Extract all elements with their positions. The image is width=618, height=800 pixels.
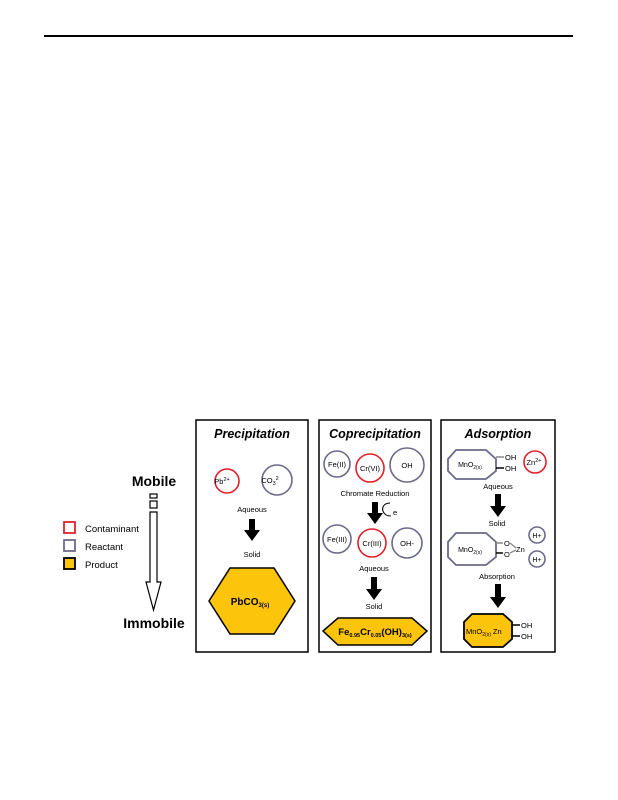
down-arrow-icon	[366, 577, 382, 600]
contaminant-circle-cr6	[355, 453, 385, 483]
co3-ion-label: CO32	[261, 476, 278, 487]
down-arrow-icon	[490, 494, 506, 517]
panel-precipitation: Precipitation Pb2+ CO32 Aqueous Solid Pb…	[195, 419, 309, 653]
oh-group-4: OH	[521, 632, 532, 641]
reactant-circle-oh-minus	[391, 527, 423, 559]
panel-title: Adsorption	[464, 427, 532, 441]
panel-title: Precipitation	[214, 427, 290, 441]
mno2-zn-label: MnO2(s)Zn	[466, 627, 502, 638]
solid-label: Solid	[366, 602, 383, 611]
zn-ion-label: Zn2+	[526, 458, 541, 467]
contaminant-circle-zn	[523, 450, 547, 474]
legend: Contaminant Reactant Product	[63, 521, 139, 571]
reactant-octagon-mno2-bound	[447, 532, 497, 566]
reactant-circle-co3	[261, 464, 293, 496]
legend-label-contaminant: Contaminant	[85, 524, 139, 535]
product-hexagon	[321, 617, 429, 646]
down-arrow-icon	[367, 502, 383, 524]
mno2-bound-label: MnO2(s)	[458, 547, 482, 556]
legend-label-reactant: Reactant	[85, 542, 123, 553]
reactant-circle-fe3	[322, 524, 352, 554]
reactant-circle-h1	[528, 526, 546, 544]
cr6-label: Cr(VI)	[360, 464, 380, 473]
o-atom-1: O	[504, 539, 510, 548]
oh-group-1: OH	[505, 453, 516, 462]
pbco3-label: PbCO3(s)	[231, 597, 269, 609]
product-octagon	[463, 613, 513, 648]
panel-adsorption: Adsorption MnO2(s) OH OH Zn2+ Aqueous So…	[440, 419, 556, 653]
oh-label: OH	[401, 461, 412, 470]
contaminant-circle-cr3	[357, 528, 387, 558]
fe3-label: Fe(III)	[327, 535, 348, 544]
reactant-octagon-mno2	[447, 449, 497, 480]
mno2-label: MnO2(s)	[458, 462, 482, 471]
header-rule	[44, 35, 573, 37]
chromate-reduction-label: Chromate Reduction	[341, 489, 410, 498]
down-arrow-icon	[244, 519, 260, 541]
product-hexagon	[208, 567, 296, 635]
absorption-label: Absorption	[479, 572, 515, 581]
pb-ion-label: Pb2+	[214, 477, 229, 486]
panel-coprecipitation: Coprecipitation Fe(II) Cr(VI) OH Chromat…	[318, 419, 432, 653]
legend-swatch-contaminant	[63, 521, 76, 534]
mobility-arrow	[145, 493, 162, 613]
oh-minus-label: OH-	[400, 539, 414, 548]
contaminant-circle-pb	[214, 468, 240, 494]
aqueous-label: Aqueous	[359, 564, 389, 573]
panel-title: Coprecipitation	[329, 427, 421, 441]
down-arrow-icon	[490, 584, 506, 608]
o-atom-2: O	[504, 550, 510, 559]
fe-cr-hydroxide-label: Fe0.95Cr0.05(OH)3(s)	[338, 627, 412, 639]
legend-swatch-product	[63, 557, 76, 570]
mobile-label: Mobile	[132, 473, 177, 489]
immobile-label: Immobile	[123, 615, 185, 631]
cr3-label: Cr(III)	[362, 539, 382, 548]
reactant-circle-h2	[528, 550, 546, 568]
zn-bound-label: Zn	[516, 545, 525, 554]
aqueous-label: Aqueous	[483, 482, 513, 491]
legend-swatch-reactant	[63, 539, 76, 552]
aqueous-label: Aqueous	[237, 505, 267, 514]
fe2-label: Fe(II)	[328, 460, 346, 469]
solid-label: Solid	[489, 519, 506, 528]
h-ion-2: H+	[532, 557, 541, 564]
electron-curve-icon	[382, 502, 392, 517]
oh-group-3: OH	[521, 621, 532, 630]
solid-label: Solid	[244, 550, 261, 559]
legend-label-product: Product	[85, 560, 118, 571]
h-ion-1: H+	[532, 533, 541, 540]
electron-label: e	[393, 508, 397, 517]
oh-group-2: OH	[505, 464, 516, 473]
reactant-circle-fe2	[323, 450, 351, 478]
reactant-circle-oh	[389, 447, 425, 483]
